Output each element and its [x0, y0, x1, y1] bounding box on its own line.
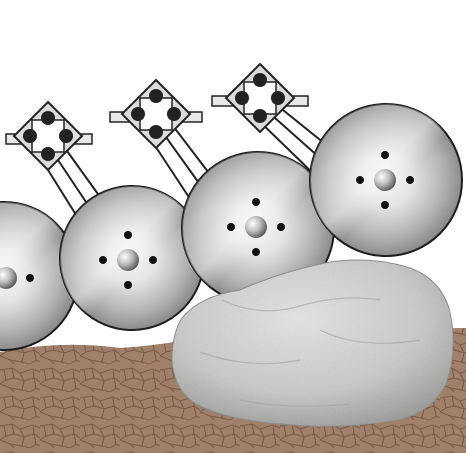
hub-icon [245, 216, 267, 238]
bolt-icon [124, 281, 132, 289]
bolt-icon [99, 256, 107, 264]
hub-icon [374, 169, 396, 191]
disc-blade-icon [310, 104, 462, 256]
bolt-icon [227, 223, 235, 231]
bolt-icon [26, 274, 34, 282]
bolt-icon [277, 223, 285, 231]
bolt-icon [124, 231, 132, 239]
bolt-icon [381, 201, 389, 209]
bolt-icon [381, 151, 389, 159]
bolt-icon [252, 198, 260, 206]
hub-icon [117, 249, 139, 271]
bolt-icon [356, 176, 364, 184]
bolt-icon [252, 248, 260, 256]
bolt-icon [149, 256, 157, 264]
bolt-icon [406, 176, 414, 184]
disc-blade-icon [60, 186, 204, 330]
